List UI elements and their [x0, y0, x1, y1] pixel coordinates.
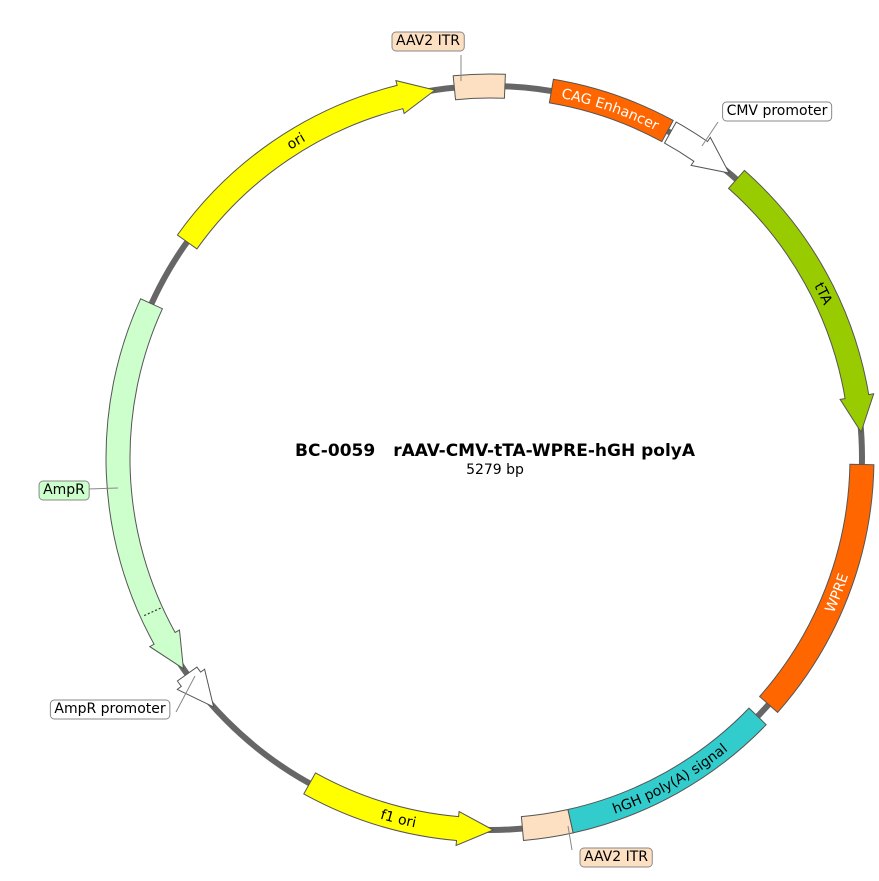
feature-amprp[interactable] [176, 666, 215, 708]
callout-box-itr1 [391, 31, 465, 52]
feature-ori[interactable] [176, 79, 437, 250]
callout-itr1: AAV2 ITR [391, 31, 465, 52]
feature-layer [105, 73, 875, 847]
callout-label-itr2: AAV2 ITR [584, 849, 648, 865]
callout-itr2: AAV2 ITR [579, 847, 653, 868]
callout-leader-amprp [175, 675, 196, 713]
plasmid-size: 5279 bp [466, 462, 524, 478]
feature-wpre[interactable] [758, 463, 875, 714]
callout-label-cmv: CMV promoter [727, 103, 828, 119]
feature-cmv[interactable] [663, 121, 731, 174]
feature-label-text-polya: hGH poly(A) signal [611, 741, 731, 818]
callout-label-itr1: AAV2 ITR [396, 33, 460, 49]
feature-tta[interactable] [727, 169, 875, 434]
callout-cmv: CMV promoter [722, 101, 833, 122]
callout-amprp: AmpR promoter [49, 699, 171, 720]
callout-label-amprp: AmpR promoter [54, 701, 165, 717]
feature-itr1[interactable] [452, 73, 506, 101]
ampr-segment-mark [142, 607, 161, 617]
feature-f1[interactable] [303, 772, 495, 847]
feature-itr2[interactable] [520, 808, 574, 842]
plasmid-name: rAAV-CMV-tTA-WPRE-hGH polyA [393, 441, 696, 461]
callout-ampr: AmpR [38, 480, 90, 501]
callout-box-amprp [49, 699, 171, 720]
callout-leader-itr2 [567, 825, 573, 851]
callout-box-cmv [722, 101, 833, 122]
plasmid-id: BC-0059 [295, 441, 375, 461]
feature-ampr[interactable] [105, 298, 185, 670]
feature-cag[interactable] [548, 78, 674, 143]
callout-leader-cmv [701, 121, 719, 147]
callout-leader-ampr [87, 487, 119, 490]
plasmid-title: BC-0059 rAAV-CMV-tTA-WPRE-hGH polyA [295, 441, 696, 461]
callout-label-ampr: AmpR [43, 482, 85, 498]
feature-polya[interactable] [567, 707, 767, 834]
callout-box-itr2 [579, 847, 653, 868]
callout-box-ampr [38, 480, 90, 501]
feature-label-polya: hGH poly(A) signal [611, 741, 731, 818]
